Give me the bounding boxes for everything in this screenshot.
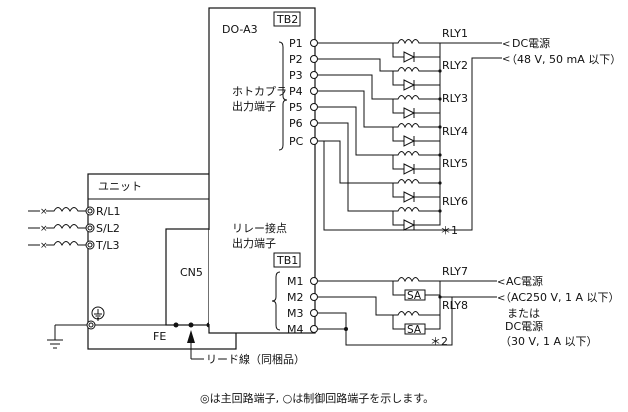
tb2-terminal-p1 xyxy=(310,39,318,47)
tb1-box xyxy=(273,252,301,268)
main-terminal-t xyxy=(85,240,95,250)
svg-text:<: < xyxy=(497,277,505,288)
relay-label-5: RLY5 xyxy=(442,157,468,170)
ac-supply-line1: AC電源 xyxy=(506,274,543,288)
tb2-label-p6: P6 xyxy=(289,117,303,130)
dc-supply-bus: < < xyxy=(318,39,510,231)
relay-contact-label-2: 出力端子 xyxy=(232,236,276,250)
relay-label-7: RLY7 xyxy=(442,265,468,278)
relay-contact-label-1: リレー接点 xyxy=(232,222,287,235)
relay-brace xyxy=(271,271,281,331)
relay-label-8: RLY8 xyxy=(442,299,468,312)
tb1-label-m4: M4 xyxy=(287,323,304,336)
svg-text:<: < xyxy=(502,54,510,65)
option-board xyxy=(208,7,316,334)
tb2-box xyxy=(273,11,301,27)
lead-wire-label: リード線（同梱品） xyxy=(206,352,305,366)
svg-text:×: × xyxy=(40,241,48,251)
tb2-terminal-pc xyxy=(310,137,318,145)
note-2: ＊2 xyxy=(430,335,448,348)
terminal-label-t: T/L3 xyxy=(95,239,120,252)
relay-label-6: RLY6 xyxy=(442,195,468,208)
tb1-terminal-m1 xyxy=(310,277,318,285)
main-circuit-inputs: × × × xyxy=(28,207,86,251)
tb2-label-p2: P2 xyxy=(289,53,303,66)
tb2-terminal-p4 xyxy=(310,87,318,95)
dc-supply-line1: DC電源 xyxy=(512,36,550,50)
main-terminal-r xyxy=(85,206,95,216)
tb2-label-pc: PC xyxy=(289,135,304,148)
relay-label-1: RLY1 xyxy=(442,27,468,40)
relay-label-3: RLY3 xyxy=(442,92,468,105)
tb2-label-p1: P1 xyxy=(289,37,303,50)
tb2-terminal-p3 xyxy=(310,71,318,79)
tb2-terminal-p5 xyxy=(310,103,318,111)
tb1-label: TB1 xyxy=(276,254,298,267)
photocoupler-label-2: 出力端子 xyxy=(232,99,276,113)
photocoupler-brace xyxy=(278,41,288,151)
note-1: ＊1 xyxy=(440,224,458,237)
sa-label-2: SA xyxy=(407,324,422,336)
pc-common-bus xyxy=(339,166,393,184)
svg-text:×: × xyxy=(40,224,48,234)
tb1-terminal-m2 xyxy=(310,293,318,301)
earth-ground-icon xyxy=(47,339,63,349)
tb1-label-m2: M2 xyxy=(287,291,304,304)
svg-text:×: × xyxy=(40,207,48,217)
sa-label-1: SA xyxy=(407,290,422,302)
relay-coils xyxy=(392,39,441,231)
photocoupler-wiring xyxy=(318,42,393,212)
tb1-label-m1: M1 xyxy=(287,275,304,288)
svg-text:<: < xyxy=(497,293,505,304)
unit-title: ユニット xyxy=(98,180,142,193)
ac-supply-line4: DC電源 xyxy=(505,319,543,333)
tb2-label: TB2 xyxy=(276,13,298,26)
terminal-label-s: S/L2 xyxy=(96,222,120,235)
tb2-terminal-p6 xyxy=(310,119,318,127)
tb1-terminal-m3 xyxy=(310,309,318,317)
cn5-label: CN5 xyxy=(180,266,203,279)
ac-supply-line2: （AC250 V, 1 A 以下） xyxy=(500,291,620,304)
tb2-terminal-p2 xyxy=(310,55,318,63)
lead-wire-arrow xyxy=(187,330,204,360)
ground-icon xyxy=(91,306,105,320)
tb2-label-p3: P3 xyxy=(289,69,303,82)
legend-note: ◎は主回路端子, ○は制御回路端子を示します。 xyxy=(200,391,434,405)
tb1-terminal-m4 xyxy=(310,325,318,333)
tb2-label-p4: P4 xyxy=(289,85,303,98)
relay-label-2: RLY2 xyxy=(442,59,468,72)
relay-label-4: RLY4 xyxy=(442,125,468,138)
fe-label: FE xyxy=(153,330,166,343)
terminal-label-r: R/L1 xyxy=(96,205,120,218)
option-model: DO-A3 xyxy=(222,23,258,36)
pe-terminal xyxy=(86,320,96,330)
main-terminal-s xyxy=(85,223,95,233)
ac-supply-line5: （30 V, 1 A 以下） xyxy=(500,335,598,348)
dc-supply-line2: （48 V, 50 mA 以下） xyxy=(506,53,621,66)
tb1-label-m3: M3 xyxy=(287,307,304,320)
photocoupler-label-1: ホトカプラ xyxy=(232,85,287,98)
relay-contact-wiring: SA < SA < xyxy=(318,277,505,346)
ac-supply-line3: または xyxy=(507,307,540,320)
svg-text:<: < xyxy=(502,39,510,50)
tb2-label-p5: P5 xyxy=(289,101,303,114)
